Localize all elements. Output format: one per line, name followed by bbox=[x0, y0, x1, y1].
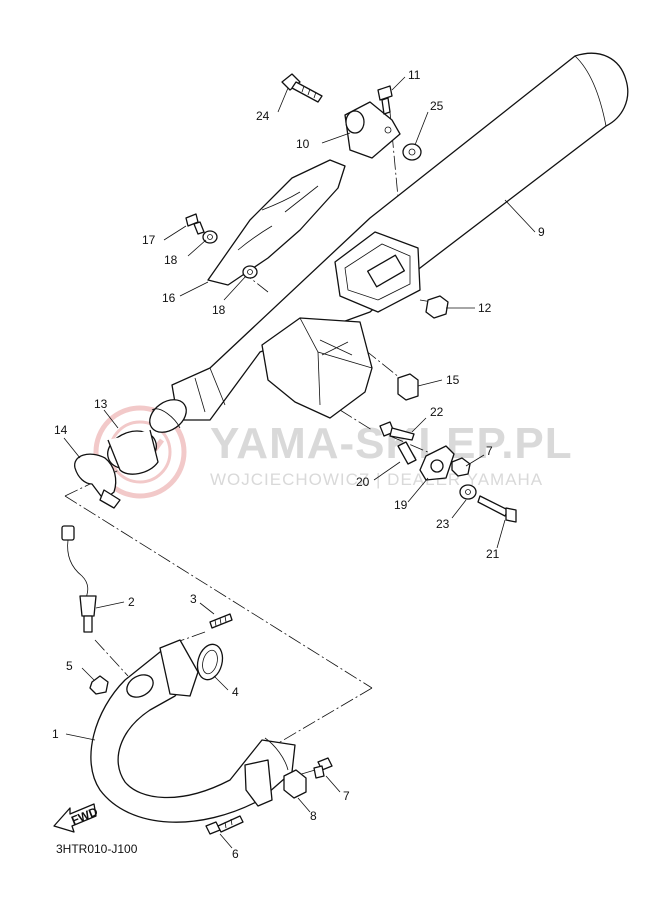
callout-10: 10 bbox=[296, 137, 310, 151]
nut-7a bbox=[451, 457, 471, 477]
callout-13: 13 bbox=[94, 397, 108, 411]
o2-sensor bbox=[61, 525, 97, 633]
bracket-10 bbox=[344, 101, 401, 159]
callout-2: 2 bbox=[128, 595, 135, 609]
bolt-24 bbox=[281, 73, 323, 103]
callout-labels: 1 2 3 4 5 6 7 7 8 9 10 11 12 13 14 15 16… bbox=[52, 68, 545, 861]
callout-3: 3 bbox=[190, 592, 197, 606]
stud-3 bbox=[209, 613, 233, 629]
callout-7-lower: 7 bbox=[343, 789, 350, 803]
gasket-13 bbox=[107, 429, 159, 475]
bolt-11 bbox=[377, 85, 393, 115]
bolt-21 bbox=[477, 495, 517, 523]
washer-23 bbox=[459, 484, 477, 500]
callout-12: 12 bbox=[478, 301, 492, 315]
callout-9: 9 bbox=[538, 225, 545, 239]
bolt-17 bbox=[185, 213, 205, 235]
gasket-4 bbox=[196, 643, 224, 681]
leader-lines bbox=[63, 76, 536, 849]
callout-4: 4 bbox=[232, 685, 239, 699]
callout-14: 14 bbox=[54, 423, 68, 437]
callout-6: 6 bbox=[232, 847, 239, 861]
muffler bbox=[149, 52, 629, 433]
bracket-19 bbox=[419, 445, 455, 481]
collar-20 bbox=[397, 441, 417, 465]
fwd-arrow-icon: FWD bbox=[53, 803, 100, 833]
callout-8: 8 bbox=[310, 809, 317, 823]
washer-18b bbox=[242, 265, 258, 279]
callout-15: 15 bbox=[446, 373, 460, 387]
callout-1: 1 bbox=[52, 727, 59, 741]
nut-12 bbox=[425, 295, 449, 319]
nut-5 bbox=[89, 675, 109, 695]
diagram-code: 3HTR010-J100 bbox=[56, 842, 138, 856]
bolt-6 bbox=[205, 815, 244, 835]
damper-15 bbox=[397, 373, 419, 401]
callout-11: 11 bbox=[408, 68, 421, 82]
callout-17: 17 bbox=[142, 233, 156, 247]
callout-19: 19 bbox=[394, 498, 408, 512]
callout-16: 16 bbox=[162, 291, 176, 305]
callout-25: 25 bbox=[430, 99, 444, 113]
callout-24: 24 bbox=[256, 109, 270, 123]
callout-21: 21 bbox=[486, 547, 500, 561]
washer-18a bbox=[202, 230, 218, 244]
callout-22: 22 bbox=[430, 405, 444, 419]
watermark-subtitle: WOJCIECHOWICZ | DEALER YAMAHA bbox=[210, 470, 543, 489]
clamp-14 bbox=[74, 453, 121, 509]
fwd-label: FWD bbox=[69, 804, 100, 827]
washer-25 bbox=[402, 143, 422, 161]
callout-20: 20 bbox=[356, 475, 370, 489]
callout-18-lower: 18 bbox=[212, 303, 226, 317]
damper-8 bbox=[283, 769, 307, 799]
bolt-22 bbox=[379, 421, 415, 441]
callout-5: 5 bbox=[66, 659, 73, 673]
bolt-7b bbox=[313, 757, 333, 779]
exhaust-pipe bbox=[90, 639, 296, 823]
callout-7-upper: 7 bbox=[486, 444, 493, 458]
callout-18-upper: 18 bbox=[164, 253, 178, 267]
callout-23: 23 bbox=[436, 517, 450, 531]
